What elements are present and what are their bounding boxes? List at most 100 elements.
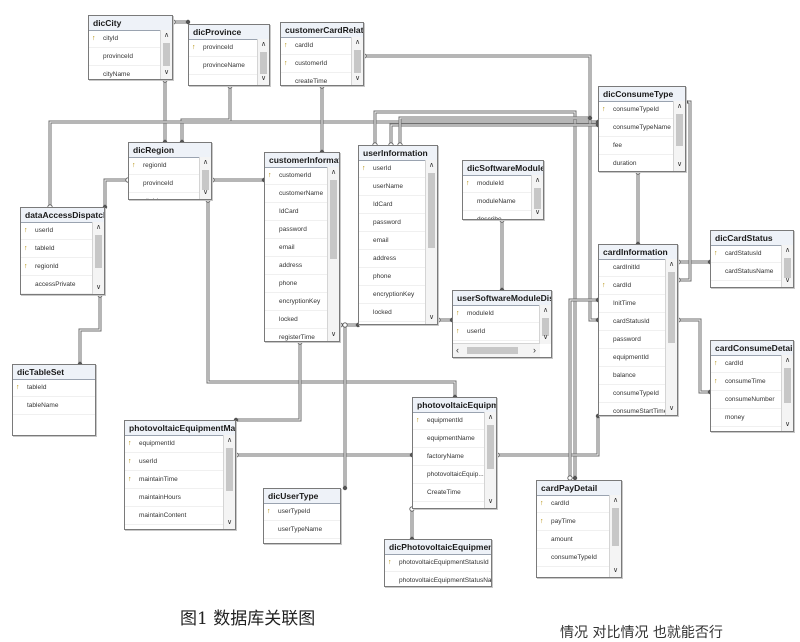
- table-field-row[interactable]: ↑cardStatusId: [711, 245, 782, 263]
- table-field-row[interactable]: consumeTypeName: [599, 119, 674, 137]
- table-field-row[interactable]: ↑photovoltaicEquipmentStatusId: [385, 554, 491, 572]
- table-field-row[interactable]: ↑payTime: [537, 513, 610, 531]
- table-field-row[interactable]: encryptionKey: [359, 286, 426, 304]
- relationship-connector[interactable]: [233, 339, 303, 423]
- scroll-down-icon[interactable]: ∨: [95, 284, 102, 291]
- vertical-scrollbar[interactable]: ∧∨: [92, 222, 104, 294]
- scroll-thumb[interactable]: [428, 173, 435, 248]
- table-dicRegion[interactable]: dicRegion↑regionIdprovinceIdcityIdregion…: [128, 142, 212, 200]
- vertical-scrollbar[interactable]: ∧∨: [425, 160, 437, 324]
- table-field-row[interactable]: cityName: [89, 66, 161, 79]
- table-field-row[interactable]: createTime: [281, 73, 352, 85]
- table-field-row[interactable]: ↑moduleId: [463, 175, 532, 193]
- table-field-row[interactable]: equipmentId: [599, 349, 666, 367]
- table-field-row[interactable]: encryptionKey: [265, 293, 328, 311]
- table-field-row[interactable]: photovoltaicEquip...: [413, 466, 485, 484]
- scroll-left-icon[interactable]: ‹: [456, 345, 459, 355]
- scroll-up-icon[interactable]: ∧: [668, 261, 675, 268]
- vertical-scrollbar[interactable]: ∧∨: [351, 37, 363, 85]
- scroll-up-icon[interactable]: ∧: [784, 357, 791, 364]
- table-field-row[interactable]: ↑cityId: [89, 30, 161, 48]
- table-field-row[interactable]: balance: [599, 367, 666, 385]
- scroll-down-icon[interactable]: ∨: [668, 405, 675, 412]
- table-field-row[interactable]: fee: [599, 137, 674, 155]
- scroll-down-icon[interactable]: ∨: [428, 314, 435, 321]
- scroll-up-icon[interactable]: ∧: [330, 169, 337, 176]
- table-field-row[interactable]: ↑userTypeId: [264, 503, 340, 521]
- table-userSoftwareModuleDispatch[interactable]: userSoftwareModuleDispatch↑moduleId↑user…: [452, 290, 552, 358]
- table-field-row[interactable]: phone: [265, 275, 328, 293]
- scroll-up-icon[interactable]: ∧: [226, 437, 233, 444]
- scroll-down-icon[interactable]: ∨: [202, 189, 209, 196]
- scroll-down-icon[interactable]: ∨: [487, 498, 494, 505]
- table-field-row[interactable]: userTypeName: [264, 521, 340, 539]
- table-field-row[interactable]: ↑userId: [21, 222, 93, 240]
- table-field-row[interactable]: InitTime: [599, 295, 666, 313]
- scroll-thumb[interactable]: [330, 180, 337, 259]
- vertical-scrollbar[interactable]: ∧∨: [609, 495, 621, 577]
- scroll-thumb[interactable]: [354, 50, 361, 73]
- vertical-scrollbar[interactable]: ∧∨: [484, 412, 496, 508]
- table-field-row[interactable]: password: [265, 221, 328, 239]
- vertical-scrollbar[interactable]: ∧∨: [327, 167, 339, 341]
- relationship-connector[interactable]: [567, 297, 601, 481]
- scroll-up-icon[interactable]: ∧: [676, 103, 683, 110]
- table-dicPhotovoltaicEquipmentStatus[interactable]: dicPhotovoltaicEquipmentStatus↑photovolt…: [384, 539, 492, 587]
- table-field-row[interactable]: IdCard: [265, 203, 328, 221]
- table-field-row[interactable]: money: [711, 409, 782, 427]
- table-field-row[interactable]: duration: [599, 155, 674, 171]
- scroll-up-icon[interactable]: ∧: [163, 32, 170, 39]
- table-field-row[interactable]: ↑equipmentId: [413, 412, 485, 430]
- relationship-connector[interactable]: [162, 77, 168, 145]
- table-field-row[interactable]: ↑provinceId: [189, 39, 258, 57]
- scroll-down-icon[interactable]: ∨: [534, 209, 541, 216]
- relationship-connector[interactable]: [102, 177, 131, 210]
- table-photovoltaicEquipmentMaintain[interactable]: photovoltaicEquipmentMaintain↑equipmentI…: [124, 420, 236, 530]
- relationship-connector[interactable]: [635, 169, 641, 247]
- vertical-scrollbar[interactable]: ∧∨: [781, 355, 793, 431]
- relationship-connector[interactable]: [319, 83, 325, 155]
- scroll-thumb[interactable]: [542, 318, 549, 336]
- scroll-down-icon[interactable]: ∨: [676, 161, 683, 168]
- relationship-connector[interactable]: [494, 413, 601, 458]
- table-field-row[interactable]: email: [265, 239, 328, 257]
- table-field-row[interactable]: ↑cardId: [537, 495, 610, 513]
- scroll-thumb[interactable]: [487, 425, 494, 469]
- table-field-row[interactable]: ↑moduleId: [453, 305, 540, 323]
- table-photovoltaicEquipment[interactable]: photovoltaicEquipment↑equipmentIdequipme…: [412, 397, 497, 509]
- table-field-row[interactable]: tableName: [13, 397, 95, 415]
- table-field-row[interactable]: ↑userId: [125, 453, 224, 471]
- relationship-connector[interactable]: [233, 452, 415, 458]
- table-field-row[interactable]: ↑consumeTime: [711, 373, 782, 391]
- table-field-row[interactable]: address: [265, 257, 328, 275]
- scroll-up-icon[interactable]: ∧: [534, 177, 541, 184]
- table-field-row[interactable]: ↑regionId: [129, 157, 200, 175]
- table-customerInformation[interactable]: customerInformation↑customerIdcustomerNa…: [264, 152, 340, 342]
- vertical-scrollbar[interactable]: ∧∨: [257, 39, 269, 85]
- table-field-row[interactable]: customerName: [265, 185, 328, 203]
- scroll-thumb[interactable]: [95, 235, 102, 268]
- table-field-row[interactable]: ↑tableId: [13, 379, 95, 397]
- table-field-row[interactable]: factoryName: [413, 448, 485, 466]
- table-field-row[interactable]: ↑userId: [453, 323, 540, 341]
- scroll-up-icon[interactable]: ∧: [354, 39, 361, 46]
- table-field-row[interactable]: ↑cardId: [281, 37, 352, 55]
- table-field-row[interactable]: consumeTypeId: [599, 385, 666, 403]
- scroll-down-icon[interactable]: ∨: [354, 75, 361, 82]
- table-field-row[interactable]: consumeNumber: [711, 391, 782, 409]
- scroll-thumb[interactable]: [226, 448, 233, 491]
- table-field-row[interactable]: moduleName: [463, 193, 532, 211]
- table-field-row[interactable]: CreateTime: [413, 484, 485, 502]
- table-field-row[interactable]: password: [359, 214, 426, 232]
- table-field-row[interactable]: consumeStartTime: [599, 403, 666, 415]
- scroll-thumb[interactable]: [467, 347, 518, 354]
- table-field-row[interactable]: ↑customerId: [265, 167, 328, 185]
